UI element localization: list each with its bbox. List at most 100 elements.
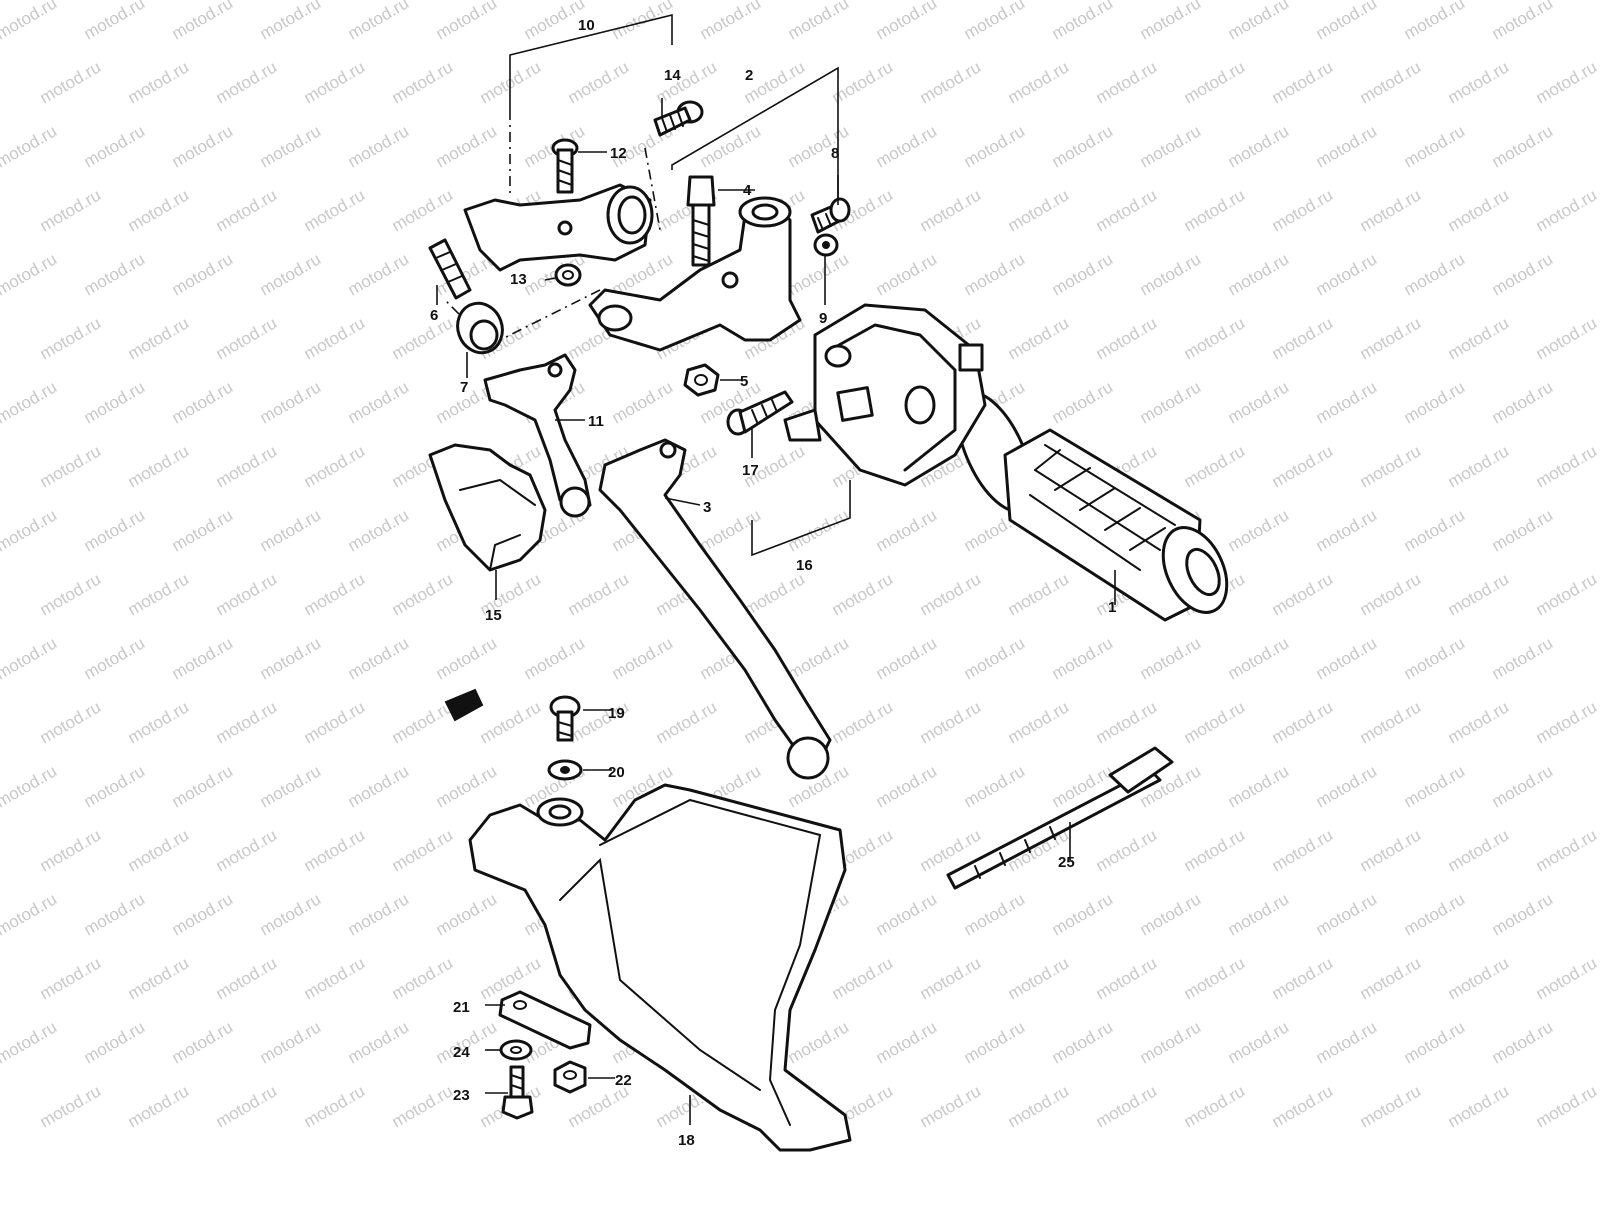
watermark-text: motod.ru <box>169 633 237 683</box>
part-5-nut <box>685 365 718 395</box>
watermark-text: motod.ru <box>81 121 149 171</box>
callout-12: 12 <box>610 145 627 162</box>
watermark-text: motod.ru <box>213 825 281 875</box>
watermark-text: motod.ru <box>1225 633 1293 683</box>
watermark-text: motod.ru <box>1489 505 1557 555</box>
watermark-text: motod.ru <box>1049 633 1117 683</box>
watermark-text: motod.ru <box>1093 313 1161 363</box>
watermark-text: motod.ru <box>37 313 105 363</box>
watermark-text: motod.ru <box>917 697 985 747</box>
watermark-text: motod.ru <box>1313 889 1381 939</box>
watermark-text: motod.ru <box>1313 1017 1381 1067</box>
watermark-text: motod.ru <box>829 569 897 619</box>
watermark-text: motod.ru <box>873 121 941 171</box>
watermark-text: motod.ru <box>213 313 281 363</box>
watermark-text: motod.ru <box>125 313 193 363</box>
watermark-text: motod.ru <box>1489 633 1557 683</box>
callout-25: 25 <box>1058 854 1075 871</box>
watermark-text: motod.ru <box>169 761 237 811</box>
watermark-text: motod.ru <box>0 761 60 811</box>
watermark-text: motod.ru <box>37 953 105 1003</box>
watermark-text: motod.ru <box>1049 121 1117 171</box>
part-9-nut <box>815 235 837 255</box>
watermark-text: motod.ru <box>1357 441 1425 491</box>
watermark-text: motod.ru <box>961 0 1029 43</box>
watermark-text: motod.ru <box>1225 1017 1293 1067</box>
watermark-text: motod.ru <box>301 57 369 107</box>
watermark-text: motod.ru <box>1005 1081 1073 1131</box>
watermark-text: motod.ru <box>785 633 853 683</box>
watermark-text: motod.ru <box>37 441 105 491</box>
callout-2: 2 <box>745 67 753 84</box>
watermark-text: motod.ru <box>433 0 501 43</box>
watermark-text: motod.ru <box>81 249 149 299</box>
watermark-text: motod.ru <box>873 1017 941 1067</box>
watermark-text: motod.ru <box>389 57 457 107</box>
callout-9: 9 <box>819 310 827 327</box>
watermark-text: motod.ru <box>1533 953 1600 1003</box>
watermark-text: motod.ru <box>301 569 369 619</box>
watermark-text: motod.ru <box>917 185 985 235</box>
watermark-text: motod.ru <box>169 377 237 427</box>
watermark-text: motod.ru <box>1533 569 1600 619</box>
watermark-text: motod.ru <box>1313 0 1381 43</box>
watermark-text: motod.ru <box>917 569 985 619</box>
watermark-text: motod.ru <box>1401 505 1469 555</box>
watermark-text: motod.ru <box>433 121 501 171</box>
callout-20: 20 <box>608 764 625 781</box>
watermark-text: motod.ru <box>1137 121 1205 171</box>
callout-8: 8 <box>831 145 839 162</box>
watermark-text: motod.ru <box>873 505 941 555</box>
watermark-text: motod.ru <box>1225 377 1293 427</box>
callout-23: 23 <box>453 1087 470 1104</box>
watermark-text: motod.ru <box>1181 953 1249 1003</box>
watermark-text: motod.ru <box>1093 185 1161 235</box>
watermark-text: motod.ru <box>1533 441 1600 491</box>
watermark-text: motod.ru <box>301 825 369 875</box>
watermark-text: motod.ru <box>0 121 60 171</box>
watermark-text: motod.ru <box>1313 249 1381 299</box>
watermark-text: motod.ru <box>785 249 853 299</box>
callout-6: 6 <box>430 307 438 324</box>
watermark-text: motod.ru <box>81 1017 149 1067</box>
callout-21: 21 <box>453 999 470 1016</box>
watermark-text: motod.ru <box>169 889 237 939</box>
watermark-text: motod.ru <box>345 889 413 939</box>
watermark-text: motod.ru <box>873 633 941 683</box>
watermark-text: motod.ru <box>257 377 325 427</box>
watermark-text: motod.ru <box>1137 1017 1205 1067</box>
watermark-text: motod.ru <box>1533 1081 1600 1131</box>
watermark-text: motod.ru <box>1489 1017 1557 1067</box>
watermark-text: motod.ru <box>81 889 149 939</box>
watermark-text: motod.ru <box>345 249 413 299</box>
callout-16: 16 <box>796 557 813 574</box>
watermark-text: motod.ru <box>785 0 853 43</box>
callout-19: 19 <box>608 705 625 722</box>
watermark-text: motod.ru <box>1445 1081 1513 1131</box>
watermark-text: motod.ru <box>1533 825 1600 875</box>
watermark-text: motod.ru <box>1181 57 1249 107</box>
watermark-text: motod.ru <box>1401 633 1469 683</box>
watermark-text: motod.ru <box>169 0 237 43</box>
watermark-text: motod.ru <box>345 121 413 171</box>
watermark-text: motod.ru <box>1225 0 1293 43</box>
watermark-text: motod.ru <box>125 697 193 747</box>
watermark-text: motod.ru <box>1357 185 1425 235</box>
callout-22: 22 <box>615 1072 632 1089</box>
watermark-text: motod.ru <box>1313 121 1381 171</box>
watermark-text: motod.ru <box>1313 505 1381 555</box>
watermark-text: motod.ru <box>1401 889 1469 939</box>
watermark-text: motod.ru <box>433 633 501 683</box>
watermark-text: motod.ru <box>1269 953 1337 1003</box>
watermark-text: motod.ru <box>653 697 721 747</box>
watermark-text: motod.ru <box>301 185 369 235</box>
watermark-text: motod.ru <box>1445 697 1513 747</box>
watermark-text: motod.ru <box>125 953 193 1003</box>
watermark-text: motod.ru <box>345 377 413 427</box>
watermark-text: motod.ru <box>1401 0 1469 43</box>
watermark-text: motod.ru <box>213 441 281 491</box>
watermark-text: motod.ru <box>125 569 193 619</box>
watermark-text: motod.ru <box>433 761 501 811</box>
watermark-text: motod.ru <box>345 761 413 811</box>
watermark-text: motod.ru <box>1093 697 1161 747</box>
